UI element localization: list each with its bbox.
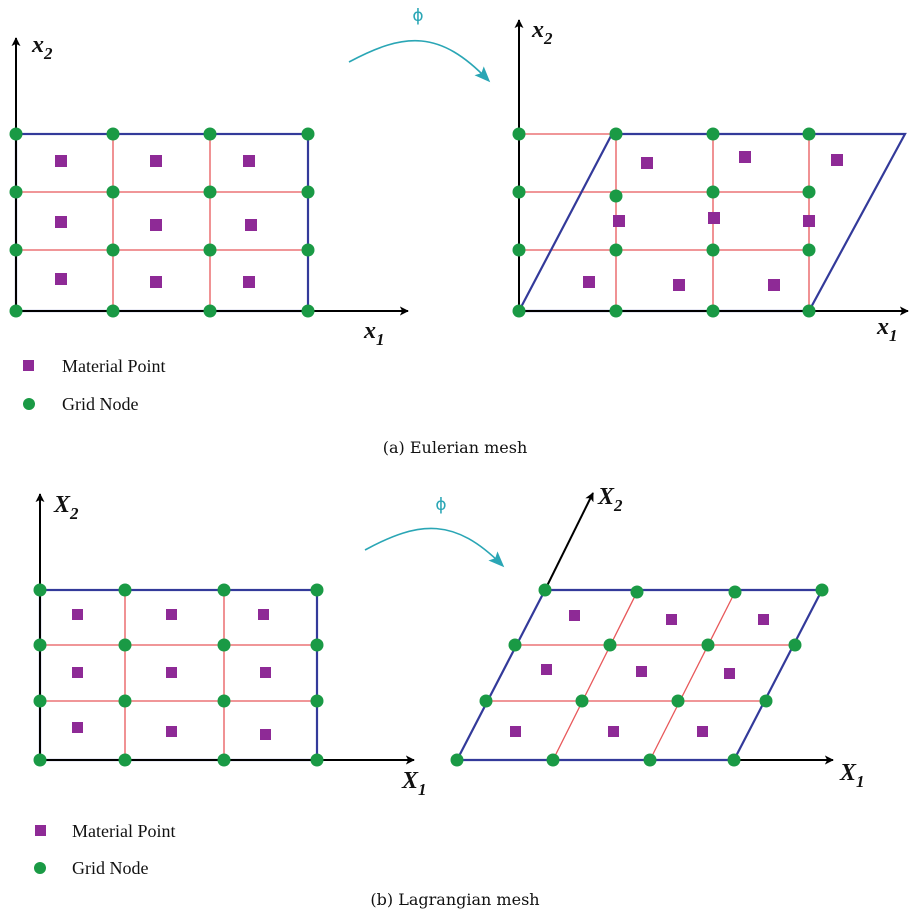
phi-label: ϕ bbox=[412, 6, 423, 26]
lagrangian-reference-config: X2 X1 bbox=[33, 492, 427, 799]
X1-axis-label: X1 bbox=[401, 768, 427, 799]
panel-a-eulerian: x2 x1 ϕ bbox=[9, 6, 909, 457]
material-points bbox=[72, 609, 271, 740]
legend-material-point-label: Material Point bbox=[72, 821, 175, 841]
x2-axis-label: x2 bbox=[531, 17, 553, 48]
lagrangian-ref-grid-lines bbox=[40, 590, 317, 760]
x2-axis-label: x2 bbox=[31, 32, 53, 63]
eulerian-cur-grid-lines bbox=[519, 133, 810, 311]
grid-nodes bbox=[33, 583, 324, 767]
X2-axis bbox=[544, 492, 594, 591]
lagrangian-current-config: X2 X1 bbox=[450, 484, 865, 791]
caption-a: (a) Eulerian mesh bbox=[383, 438, 528, 457]
legend-material-point-marker bbox=[35, 825, 46, 836]
X2-axis-label: X2 bbox=[597, 484, 623, 515]
material-points bbox=[55, 155, 257, 288]
X1-axis-label: X1 bbox=[839, 760, 865, 791]
x1-axis-label: x1 bbox=[363, 318, 385, 349]
legend-grid-node-label: Grid Node bbox=[72, 858, 148, 878]
material-points bbox=[510, 610, 769, 737]
legend-material-point-label: Material Point bbox=[62, 356, 165, 376]
panel-b-lagrangian: X2 X1 ϕ bbox=[33, 484, 865, 909]
material-points bbox=[583, 151, 843, 291]
legend-grid-node-marker bbox=[23, 398, 35, 410]
eulerian-current-config: x2 x1 bbox=[512, 17, 909, 345]
legend-grid-node-label: Grid Node bbox=[62, 394, 138, 414]
grid-nodes bbox=[450, 583, 829, 767]
phi-label: ϕ bbox=[435, 495, 446, 515]
caption-b: (b) Lagrangian mesh bbox=[370, 890, 539, 909]
X2-axis-label: X2 bbox=[53, 492, 79, 523]
eulerian-reference-config: x2 x1 bbox=[9, 32, 409, 349]
eulerian-ref-grid-lines bbox=[16, 134, 308, 311]
legend-eulerian: Material Point Grid Node bbox=[23, 356, 165, 414]
legend-grid-node-marker bbox=[34, 862, 46, 874]
grid-nodes bbox=[512, 127, 816, 318]
legend-lagrangian: Material Point Grid Node bbox=[34, 821, 175, 878]
eulerian-mapping-arrow: ϕ bbox=[348, 6, 491, 83]
x1-axis-label: x1 bbox=[876, 314, 898, 345]
grid-nodes bbox=[9, 127, 315, 318]
legend-material-point-marker bbox=[23, 360, 34, 371]
lagrangian-mapping-arrow: ϕ bbox=[364, 495, 505, 568]
lagrangian-cur-grid-lines bbox=[486, 591, 795, 761]
